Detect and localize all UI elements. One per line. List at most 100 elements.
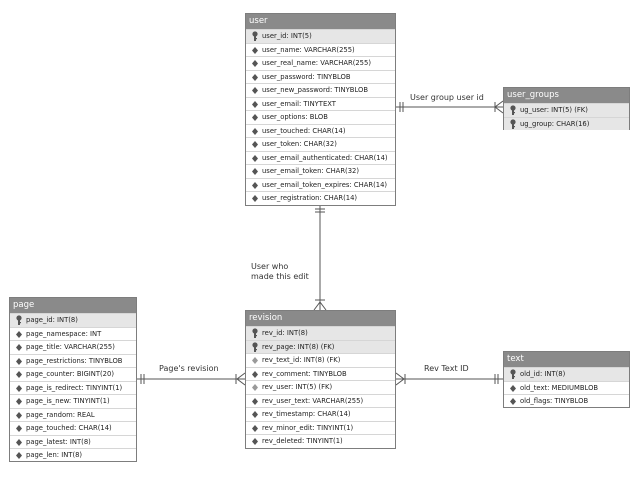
field-label: user_email_token: CHAR(32) xyxy=(262,167,360,175)
attribute-icon xyxy=(14,409,24,422)
attribute-icon xyxy=(250,422,260,435)
field-list: user_id: INT(5) user_name: VARCHAR(255) us… xyxy=(246,29,395,205)
foreign-key-icon xyxy=(250,354,260,367)
attribute-icon xyxy=(14,382,24,395)
field-row: page_random: REAL xyxy=(10,407,136,422)
field-row: page_title: VARCHAR(255) xyxy=(10,340,136,354)
entity-revision[interactable]: revision rev_id: INT(8)rev_page: INT(8) … xyxy=(245,310,396,449)
field-row: user_email_authenticated: CHAR(14) xyxy=(246,150,395,165)
field-label: old_id: INT(8) xyxy=(520,370,566,378)
field-label: page_is_redirect: TINYINT(1) xyxy=(26,383,123,392)
field-label: user_registration: CHAR(14) xyxy=(262,194,358,202)
attribute-icon xyxy=(250,165,260,178)
field-label: user_token: CHAR(32) xyxy=(262,140,337,148)
field-row: page_is_new: TINYINT(1) xyxy=(10,394,136,408)
primary-key-icon xyxy=(508,368,518,381)
field-row: rev_text_id: INT(8) (FK) xyxy=(246,353,395,367)
attribute-icon xyxy=(250,98,260,111)
field-label: old_text: MEDIUMBLOB xyxy=(520,383,599,392)
field-row: page_restrictions: TINYBLOB xyxy=(10,353,136,368)
attribute-icon xyxy=(14,328,24,341)
field-label: page_latest: INT(8) xyxy=(26,437,91,446)
field-row: ug_group: CHAR(16) xyxy=(504,116,629,130)
attribute-icon xyxy=(250,192,260,205)
field-row: rev_deleted: TINYINT(1) xyxy=(246,434,395,448)
field-row: user_password: TINYBLOB xyxy=(246,69,395,84)
attribute-icon xyxy=(508,382,518,395)
field-list: page_id: INT(8) page_namespace: INT page_t… xyxy=(10,313,136,462)
field-label: old_flags: TINYBLOB xyxy=(520,397,589,405)
field-row: old_flags: TINYBLOB xyxy=(504,394,629,408)
field-label: rev_comment: TINYBLOB xyxy=(262,369,347,378)
field-label: ug_user: INT(5) (FK) xyxy=(520,106,588,114)
field-label: page_id: INT(8) xyxy=(26,316,78,324)
field-label: page_title: VARCHAR(255) xyxy=(26,343,115,351)
field-label: user_password: TINYBLOB xyxy=(262,72,351,81)
field-row: old_text: MEDIUMBLOB xyxy=(504,380,629,395)
field-row: user_email_token_expires: CHAR(14) xyxy=(246,177,395,192)
attribute-icon xyxy=(250,84,260,97)
field-row: page_latest: INT(8) xyxy=(10,434,136,449)
entity-text[interactable]: text old_id: INT(8) old_text: MEDIUMBLOB o… xyxy=(503,351,630,408)
attribute-icon xyxy=(250,57,260,70)
field-row: rev_comment: TINYBLOB xyxy=(246,366,395,381)
field-row: rev_timestamp: CHAR(14) xyxy=(246,407,395,421)
attribute-icon xyxy=(250,44,260,57)
field-label: rev_timestamp: CHAR(14) xyxy=(262,410,351,418)
attribute-icon xyxy=(14,368,24,381)
field-label: page_is_new: TINYINT(1) xyxy=(26,397,110,405)
field-row: page_counter: BIGINT(20) xyxy=(10,367,136,381)
field-label: user_name: VARCHAR(255) xyxy=(262,45,355,54)
attribute-icon xyxy=(250,179,260,192)
field-label: page_len: INT(8) xyxy=(26,451,83,459)
rel-label-user-revision-line2: made this edit xyxy=(251,272,309,281)
field-row: page_id: INT(8) xyxy=(10,313,136,327)
attribute-icon xyxy=(250,138,260,151)
field-row: rev_minor_edit: TINYINT(1) xyxy=(246,420,395,435)
field-row: user_id: INT(5) xyxy=(246,29,395,43)
attribute-icon xyxy=(250,111,260,124)
field-row: page_namespace: INT xyxy=(10,326,136,341)
primary-key-icon xyxy=(14,314,24,327)
rel-line-page-revision xyxy=(137,372,246,386)
entity-user-groups[interactable]: user_groups ug_user: INT(5) (FK) ug_group… xyxy=(503,87,630,130)
field-row: user_new_password: TINYBLOB xyxy=(246,83,395,97)
field-label: ug_group: CHAR(16) xyxy=(520,119,590,128)
field-label: user_options: BLOB xyxy=(262,113,328,121)
rel-label-text-revision: Rev Text ID xyxy=(424,364,469,374)
primary-key-icon xyxy=(250,327,260,340)
field-row: old_id: INT(8) xyxy=(504,367,629,381)
attribute-icon xyxy=(250,408,260,421)
field-row: user_real_name: VARCHAR(255) xyxy=(246,56,395,70)
field-label: rev_minor_edit: TINYINT(1) xyxy=(262,423,354,432)
primary-key-icon xyxy=(250,30,260,43)
attribute-icon xyxy=(14,436,24,449)
field-label: user_touched: CHAR(14) xyxy=(262,126,346,135)
entity-title: text xyxy=(504,352,629,367)
entity-user[interactable]: user user_id: INT(5) user_name: VARCHAR(2… xyxy=(245,13,396,206)
field-row: page_touched: CHAR(14) xyxy=(10,421,136,435)
field-label: user_new_password: TINYBLOB xyxy=(262,86,369,94)
attribute-icon xyxy=(250,435,260,448)
field-row: user_email_token: CHAR(32) xyxy=(246,164,395,178)
field-label: page_random: REAL xyxy=(26,410,95,419)
field-label: page_counter: BIGINT(20) xyxy=(26,370,114,378)
field-row: ug_user: INT(5) (FK) xyxy=(504,103,629,117)
field-label: user_id: INT(5) xyxy=(262,32,312,40)
field-row: user_name: VARCHAR(255) xyxy=(246,42,395,57)
attribute-icon xyxy=(14,341,24,354)
entity-title: user xyxy=(246,14,395,29)
attribute-icon xyxy=(250,368,260,381)
entity-title: user_groups xyxy=(504,88,629,103)
rel-label-user-revision-line1: User who xyxy=(251,262,289,271)
rel-line-text-revision xyxy=(395,372,503,386)
attribute-icon xyxy=(14,395,24,408)
field-label: rev_user_text: VARCHAR(255) xyxy=(262,396,364,405)
foreign-key-icon xyxy=(250,381,260,394)
primary-key-icon xyxy=(250,341,260,354)
entity-title: revision xyxy=(246,311,395,326)
rel-label-page-revision: Page's revision xyxy=(159,364,219,374)
field-label: user_email: TINYTEXT xyxy=(262,99,336,108)
